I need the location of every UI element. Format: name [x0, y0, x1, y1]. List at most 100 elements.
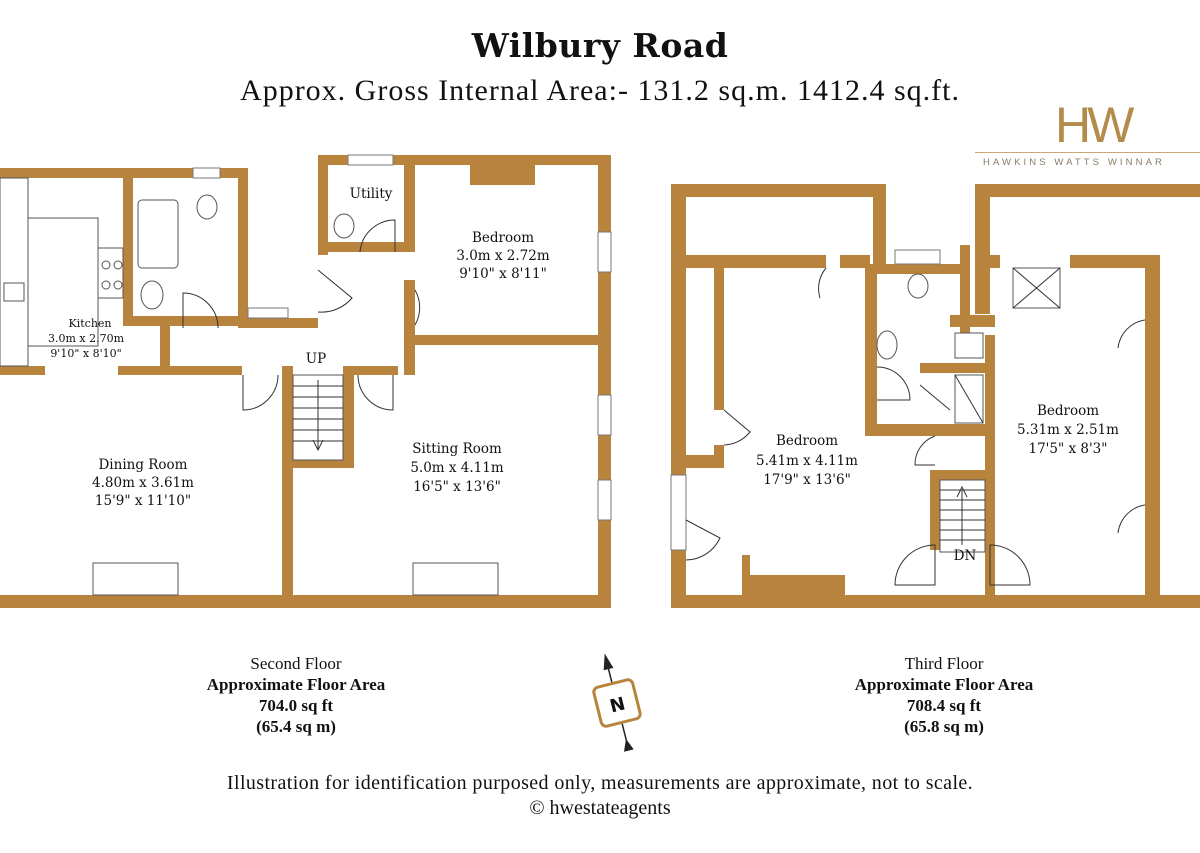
- utility-name: Utility: [350, 186, 393, 202]
- sitting-room-imperial: 16'5" x 13'6": [413, 479, 501, 495]
- agency-logo: HW HAWKINS WATTS WINNAR: [975, 100, 1200, 170]
- wall: [248, 318, 318, 328]
- wall: [714, 268, 724, 410]
- washbasin: [333, 213, 355, 239]
- washbasin: [140, 280, 164, 310]
- door-swing: [685, 519, 721, 561]
- window: [247, 307, 289, 319]
- wall: [671, 184, 886, 197]
- washbasin: [876, 330, 898, 360]
- door-swing: [414, 289, 421, 326]
- bedroom-right-name: Bedroom: [1037, 403, 1099, 419]
- stair-up-label: UP: [306, 351, 326, 367]
- door-swing: [1117, 319, 1146, 349]
- disclaimer-text: Illustration for identification purposed…: [226, 772, 974, 794]
- door-swing: [894, 544, 936, 586]
- hob: [97, 247, 124, 299]
- window: [597, 231, 612, 273]
- hob-ring: [101, 260, 111, 270]
- door-swing: [876, 366, 911, 401]
- hob-ring: [113, 280, 123, 290]
- fireplace: [92, 562, 179, 596]
- second-floor-legend: Second Floor Approximate Floor Area 704.…: [180, 653, 412, 737]
- second-floor-area-sqm: (65.4 sq m): [256, 717, 336, 736]
- toilet: [907, 273, 929, 299]
- kitchen-island: [27, 217, 99, 347]
- kitchen-metric: 3.0m x 2.70m: [48, 332, 125, 345]
- wall: [990, 255, 1000, 268]
- bedroom-right-metric: 5.31m x 2.51m: [1017, 422, 1119, 438]
- wall: [985, 335, 995, 595]
- plan-title: Wilbury Road: [471, 26, 729, 65]
- bathtub: [137, 199, 179, 269]
- window: [894, 249, 941, 265]
- wall: [930, 470, 988, 480]
- bedroom-name: Bedroom: [472, 230, 534, 246]
- staircase: [292, 374, 344, 461]
- third-floor-area-sqm: (65.8 sq m): [904, 717, 984, 736]
- door-swing: [357, 374, 394, 411]
- staircase: [939, 479, 986, 553]
- bedroom-right-imperial: 17'5" x 8'3": [1029, 441, 1108, 457]
- wall: [1070, 255, 1160, 268]
- wall: [343, 366, 354, 468]
- wall: [671, 595, 1200, 608]
- window: [597, 479, 612, 521]
- bedroom-left-name: Bedroom: [776, 433, 838, 449]
- chimney-breast: [470, 165, 535, 185]
- wall: [840, 255, 870, 268]
- wall: [353, 366, 398, 375]
- second-floor-plan: Kitchen 3.0m x 2.70m 9'10" x 8'10" Utili…: [0, 154, 612, 608]
- door-swing: [919, 384, 951, 411]
- window: [597, 394, 612, 436]
- north-compass: N: [592, 653, 642, 752]
- wall: [865, 264, 877, 436]
- wall: [293, 460, 354, 468]
- door-swing: [359, 219, 396, 253]
- wall: [160, 326, 170, 366]
- wall: [328, 242, 408, 252]
- wall: [930, 470, 940, 550]
- door-swing: [317, 269, 353, 313]
- wall: [960, 245, 970, 335]
- wall: [0, 595, 611, 608]
- wall: [238, 168, 248, 328]
- wall: [598, 155, 611, 608]
- sitting-room-name: Sitting Room: [412, 441, 502, 457]
- wall: [975, 184, 1200, 197]
- wall: [282, 366, 293, 608]
- toilet: [196, 194, 218, 220]
- gross-area-subtitle: Approx. Gross Internal Area:- 131.2 sq.m…: [240, 74, 960, 107]
- third-floor-legend: Third Floor Approximate Floor Area 708.4…: [828, 653, 1060, 737]
- door-swing: [914, 435, 936, 466]
- wall: [123, 168, 133, 326]
- door-swing: [242, 374, 279, 411]
- window: [192, 167, 221, 179]
- hob-ring: [113, 260, 123, 270]
- wall: [118, 366, 242, 375]
- door-swing: [723, 409, 751, 446]
- wall: [877, 264, 970, 274]
- kitchen-name: Kitchen: [69, 317, 112, 330]
- wall: [0, 366, 45, 375]
- chimney-breast: [750, 575, 845, 595]
- stair-down-label: DN: [954, 548, 977, 564]
- second-floor-name: Second Floor: [250, 654, 342, 673]
- dining-room-metric: 4.80m x 3.61m: [92, 475, 194, 491]
- wall: [404, 335, 611, 345]
- wall: [318, 155, 611, 165]
- wall: [920, 363, 985, 373]
- third-floor-plan: Bedroom 5.41m x 4.11m 17'9" x 13'6" Bedr…: [670, 184, 1200, 608]
- wall: [686, 255, 826, 268]
- third-floor-name: Third Floor: [904, 654, 984, 673]
- door-swing: [818, 267, 827, 299]
- window: [670, 474, 687, 551]
- cupboard: [954, 332, 984, 359]
- second-floor-area-sqft: 704.0 sq ft: [258, 696, 334, 715]
- bedroom-metric: 3.0m x 2.72m: [456, 248, 550, 264]
- wall: [318, 155, 328, 255]
- wall: [950, 315, 995, 327]
- door-swing: [989, 544, 1031, 586]
- logo-rule: [975, 152, 1200, 153]
